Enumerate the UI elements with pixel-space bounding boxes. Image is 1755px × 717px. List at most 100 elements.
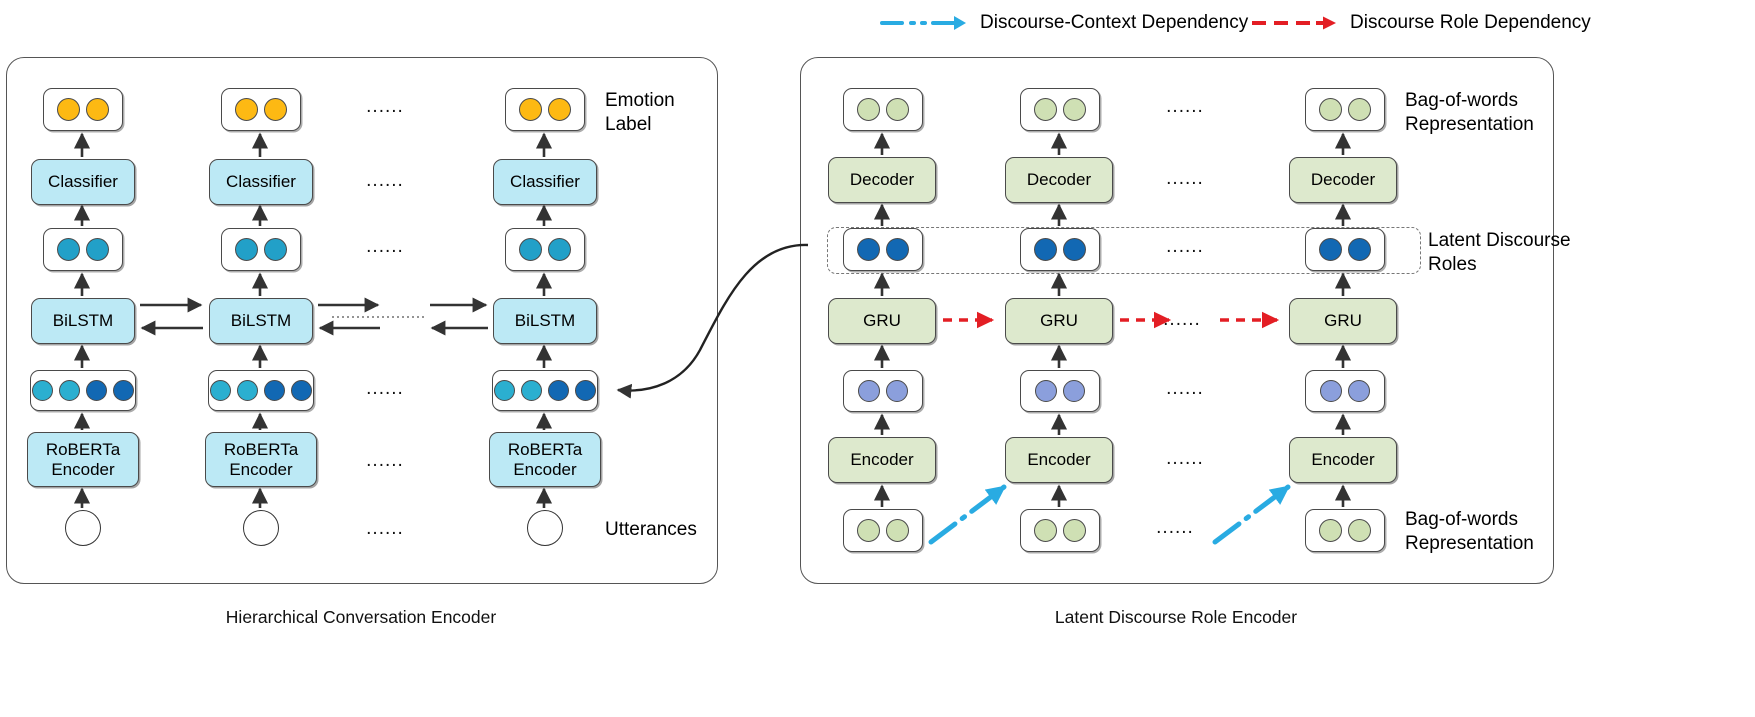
ellipsis-bow-input-row: ...... xyxy=(1156,517,1194,538)
emotion-dot xyxy=(548,98,571,121)
legend-item-discourse-role: Discourse Role Dependency xyxy=(1250,8,1591,38)
ellipsis-emotion-row: ...... xyxy=(366,96,404,117)
bow-output-box-3 xyxy=(1305,88,1385,131)
token-embedding-box-1 xyxy=(30,370,136,411)
token-embedding-box-3 xyxy=(492,370,598,411)
roberta-line1: RoBERTa xyxy=(507,440,583,460)
decoder-box-1[interactable]: Decoder xyxy=(828,157,936,203)
token-dot xyxy=(291,380,312,401)
emotion-dot xyxy=(519,98,542,121)
gru-box-3[interactable]: GRU xyxy=(1289,298,1397,344)
utterances-label: Utterances xyxy=(605,519,697,540)
ellipsis-classifier-row: ...... xyxy=(366,170,404,191)
hidden-dot xyxy=(235,238,258,261)
encoder-output-dot xyxy=(858,380,880,402)
latent-dot xyxy=(1319,238,1342,261)
ellipsis-latent-row: ...... xyxy=(1166,236,1204,257)
bow-dot xyxy=(1319,98,1342,121)
latent-roles-line1: Latent Discourse xyxy=(1428,230,1571,251)
decoder-box-2[interactable]: Decoder xyxy=(1005,157,1113,203)
emotion-dot xyxy=(264,98,287,121)
hidden-dot xyxy=(86,238,109,261)
bow-dot xyxy=(1034,98,1057,121)
legend: Discourse-Context Dependency Discourse R… xyxy=(810,8,1591,38)
gru-box-2[interactable]: GRU xyxy=(1005,298,1113,344)
ellipsis-utterance-row: ...... xyxy=(366,518,404,539)
classifier-box-2[interactable]: Classifier xyxy=(209,159,313,205)
bow-top-label: Bag-of-words Representation xyxy=(1405,89,1534,137)
latent-roles-label: Latent Discourse Roles xyxy=(1428,229,1571,277)
encoder-output-dot xyxy=(1320,380,1342,402)
bow-output-box-1 xyxy=(843,88,923,131)
classifier-box-1[interactable]: Classifier xyxy=(31,159,135,205)
bow-dot xyxy=(1348,519,1371,542)
encoder-output-box-2 xyxy=(1020,370,1100,412)
encoder-output-box-3 xyxy=(1305,370,1385,412)
utterance-circle-2 xyxy=(243,510,279,546)
latent-dot xyxy=(1063,238,1086,261)
ellipsis-roberta-row: ...... xyxy=(366,450,404,471)
token-dot xyxy=(59,380,80,401)
bilstm-box-1[interactable]: BiLSTM xyxy=(31,298,135,344)
roberta-encoder-box-1[interactable]: RoBERTa Encoder xyxy=(27,432,139,487)
latent-dot xyxy=(1034,238,1057,261)
encoder-output-dot xyxy=(886,380,908,402)
ellipsis-bow-output-row: ...... xyxy=(1166,96,1204,117)
token-dot xyxy=(237,380,258,401)
classifier-box-3[interactable]: Classifier xyxy=(493,159,597,205)
token-embedding-box-2 xyxy=(208,370,314,411)
left-panel-caption: Hierarchical Conversation Encoder xyxy=(225,607,497,627)
utterance-circle-3 xyxy=(527,510,563,546)
encoder-box-2[interactable]: Encoder xyxy=(1005,437,1113,483)
emotion-label-line1: Emotion xyxy=(605,90,675,111)
latent-role-box-3 xyxy=(1305,228,1385,271)
decoder-box-3[interactable]: Decoder xyxy=(1289,157,1397,203)
roberta-encoder-box-2[interactable]: RoBERTa Encoder xyxy=(205,432,317,487)
legend-label-discourse-role: Discourse Role Dependency xyxy=(1350,12,1591,33)
roberta-line1: RoBERTa xyxy=(223,440,299,460)
hidden-dot xyxy=(264,238,287,261)
roberta-line2: Encoder xyxy=(513,459,577,479)
latent-roles-line2: Roles xyxy=(1428,253,1477,275)
emotion-label-text: Emotion Label xyxy=(605,89,675,137)
encoder-box-3[interactable]: Encoder xyxy=(1289,437,1397,483)
hidden-dot xyxy=(548,238,571,261)
bow-dot xyxy=(1319,519,1342,542)
encoder-output-dot xyxy=(1035,380,1057,402)
token-dot xyxy=(32,380,53,401)
bow-dot xyxy=(886,519,909,542)
dashed-arrow-icon xyxy=(1252,16,1336,30)
bilstm-box-2[interactable]: BiLSTM xyxy=(209,298,313,344)
token-dot xyxy=(264,380,285,401)
ellipsis-encoder-output-row: ...... xyxy=(1166,378,1204,399)
bilstm-box-3[interactable]: BiLSTM xyxy=(493,298,597,344)
latent-dot xyxy=(1348,238,1371,261)
encoder-box-1[interactable]: Encoder xyxy=(828,437,936,483)
emotion-dot xyxy=(235,98,258,121)
token-dot xyxy=(86,380,107,401)
roberta-line2: Encoder xyxy=(229,459,293,479)
latent-role-box-1 xyxy=(843,228,923,271)
encoder-output-box-1 xyxy=(843,370,923,412)
bow-dot xyxy=(857,98,880,121)
legend-item-discourse-context: Discourse-Context Dependency xyxy=(880,8,1248,38)
bow-bottom-line2: Representation xyxy=(1405,532,1534,554)
ellipsis-encoder-row: ...... xyxy=(1166,448,1204,469)
gru-box-1[interactable]: GRU xyxy=(828,298,936,344)
roberta-line2: Encoder xyxy=(51,459,115,479)
bow-dot xyxy=(1063,98,1086,121)
ellipsis-hidden-row: ...... xyxy=(366,236,404,257)
roberta-encoder-box-3[interactable]: RoBERTa Encoder xyxy=(489,432,601,487)
ellipsis-token-row: ...... xyxy=(366,378,404,399)
emotion-label-box-3 xyxy=(505,88,585,131)
bow-input-box-3 xyxy=(1305,509,1385,552)
encoder-output-dot xyxy=(1063,380,1085,402)
bow-input-box-1 xyxy=(843,509,923,552)
hidden-state-box-1 xyxy=(43,228,123,271)
hidden-dot xyxy=(519,238,542,261)
ellipsis-gru-row: ...... xyxy=(1163,309,1201,330)
latent-discourse-roles-band xyxy=(827,227,1421,274)
bow-dot xyxy=(857,519,880,542)
right-panel-caption: Latent Discourse Role Encoder xyxy=(1054,607,1298,627)
bow-output-box-2 xyxy=(1020,88,1100,131)
